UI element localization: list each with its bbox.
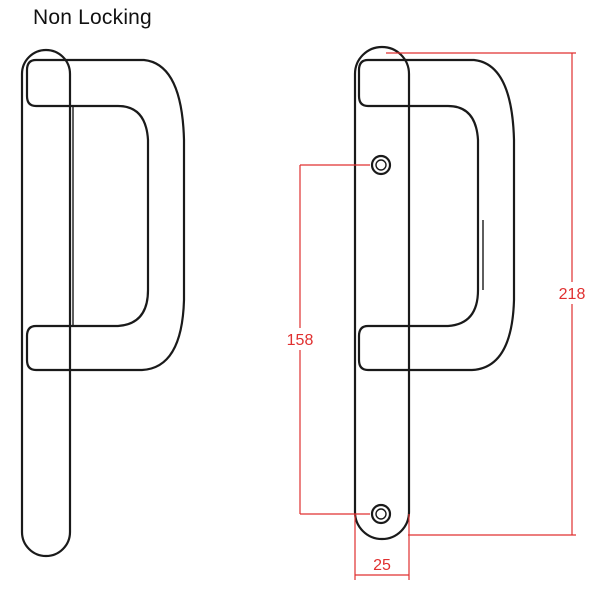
left-grip	[25, 58, 186, 372]
dimension-screw-spacing: 158	[278, 164, 370, 515]
right-handle-view	[353, 45, 516, 541]
left-handle-view	[20, 48, 186, 558]
top-screw-hole	[370, 154, 392, 176]
dimension-158-label: 158	[287, 332, 314, 349]
left-backplate	[20, 48, 72, 558]
dimension-plate-width: 25	[354, 514, 410, 580]
right-grip	[357, 58, 516, 372]
dimension-218-label: 218	[559, 286, 586, 303]
dimension-overall-length: 218	[386, 52, 596, 536]
right-backplate	[353, 45, 411, 541]
dimension-25-label: 25	[373, 557, 391, 574]
bottom-screw-hole	[370, 503, 392, 525]
drawing-title: Non Locking	[33, 6, 152, 29]
